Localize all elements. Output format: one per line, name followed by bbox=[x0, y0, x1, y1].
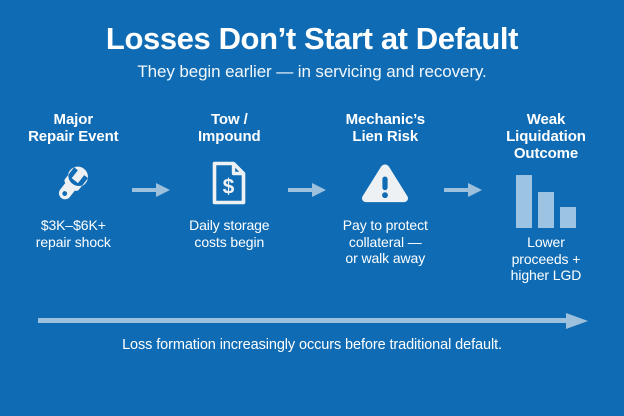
chart-bar bbox=[515, 174, 532, 228]
connector-1 bbox=[131, 112, 172, 302]
connector-2 bbox=[287, 112, 328, 302]
declining-bar-chart-icon bbox=[513, 174, 579, 228]
step-description-line: costs begin bbox=[194, 233, 265, 250]
step-heading-line: Tow / bbox=[210, 111, 248, 128]
step-heading-line: Impound bbox=[197, 127, 261, 145]
step-description: Lower proceeds + higher LGD bbox=[511, 234, 582, 284]
header-block: Losses Don’t Start at Default They begin… bbox=[0, 22, 624, 82]
step-description-line: proceeds + bbox=[511, 250, 581, 267]
step-description-line: collateral — bbox=[348, 233, 422, 250]
warning-triangle-icon bbox=[359, 155, 411, 211]
chart-bar bbox=[537, 191, 554, 228]
flow-step-weak-liquidation-outcome: Weak Liquidation Outcome Lower proceeds … bbox=[484, 111, 608, 284]
step-heading: Tow / Impound bbox=[197, 111, 261, 146]
arrow-right-icon bbox=[288, 183, 327, 197]
arrow-right-icon bbox=[444, 183, 483, 197]
step-description-line: Pay to protect bbox=[342, 216, 428, 233]
step-heading-line: Lien Risk bbox=[352, 127, 419, 145]
step-description-line: Lower bbox=[527, 233, 565, 250]
step-description: $3K–$6K+ repair shock bbox=[36, 217, 111, 251]
step-description-line: Daily storage bbox=[189, 216, 270, 233]
svg-text:$: $ bbox=[223, 175, 235, 198]
step-description-line: $3K–$6K+ bbox=[40, 216, 106, 233]
step-description-line: or walk away bbox=[345, 250, 426, 267]
step-heading-line: Liquidation bbox=[506, 127, 586, 145]
step-description: Daily storage costs begin bbox=[189, 216, 270, 251]
flow-step-mechanics-lien-risk: Mechanic’s Lien Risk Pay to protect coll… bbox=[328, 111, 443, 267]
step-heading: Mechanic’s Lien Risk bbox=[345, 111, 425, 146]
step-heading-line: Weak bbox=[526, 111, 566, 128]
flow-steps-row: Major Repair Event $3K–$6K+ repair shock bbox=[16, 111, 608, 302]
step-heading: Major Repair Event bbox=[28, 111, 119, 146]
step-heading-line: Mechanic’s bbox=[345, 111, 425, 128]
connector-3 bbox=[443, 112, 484, 302]
timeline-caption: Loss formation increasingly occurs befor… bbox=[122, 337, 502, 353]
flow-step-tow-impound: Tow / Impound $ Daily storage costs begi… bbox=[172, 111, 287, 251]
step-description-line: repair shock bbox=[35, 233, 111, 250]
arrow-right-icon bbox=[132, 183, 171, 197]
timeline-arrow bbox=[38, 312, 588, 330]
chart-bar bbox=[559, 206, 576, 228]
wrench-icon bbox=[50, 155, 96, 211]
long-arrow-right-icon bbox=[38, 313, 588, 329]
step-description: Pay to protect collateral — or walk away bbox=[343, 217, 428, 267]
step-heading-line: Repair Event bbox=[28, 127, 119, 145]
flow-step-major-repair-event: Major Repair Event $3K–$6K+ repair shock bbox=[16, 111, 131, 251]
page-subtitle: They begin earlier — in servicing and re… bbox=[137, 62, 487, 82]
step-heading: Weak Liquidation Outcome bbox=[506, 111, 586, 163]
step-heading-line: Outcome bbox=[513, 144, 579, 162]
invoice-dollar-icon: $ bbox=[209, 155, 249, 211]
step-heading-line: Major bbox=[53, 111, 94, 128]
page-title: Losses Don’t Start at Default bbox=[105, 21, 519, 56]
step-description-line: higher LGD bbox=[510, 267, 582, 284]
